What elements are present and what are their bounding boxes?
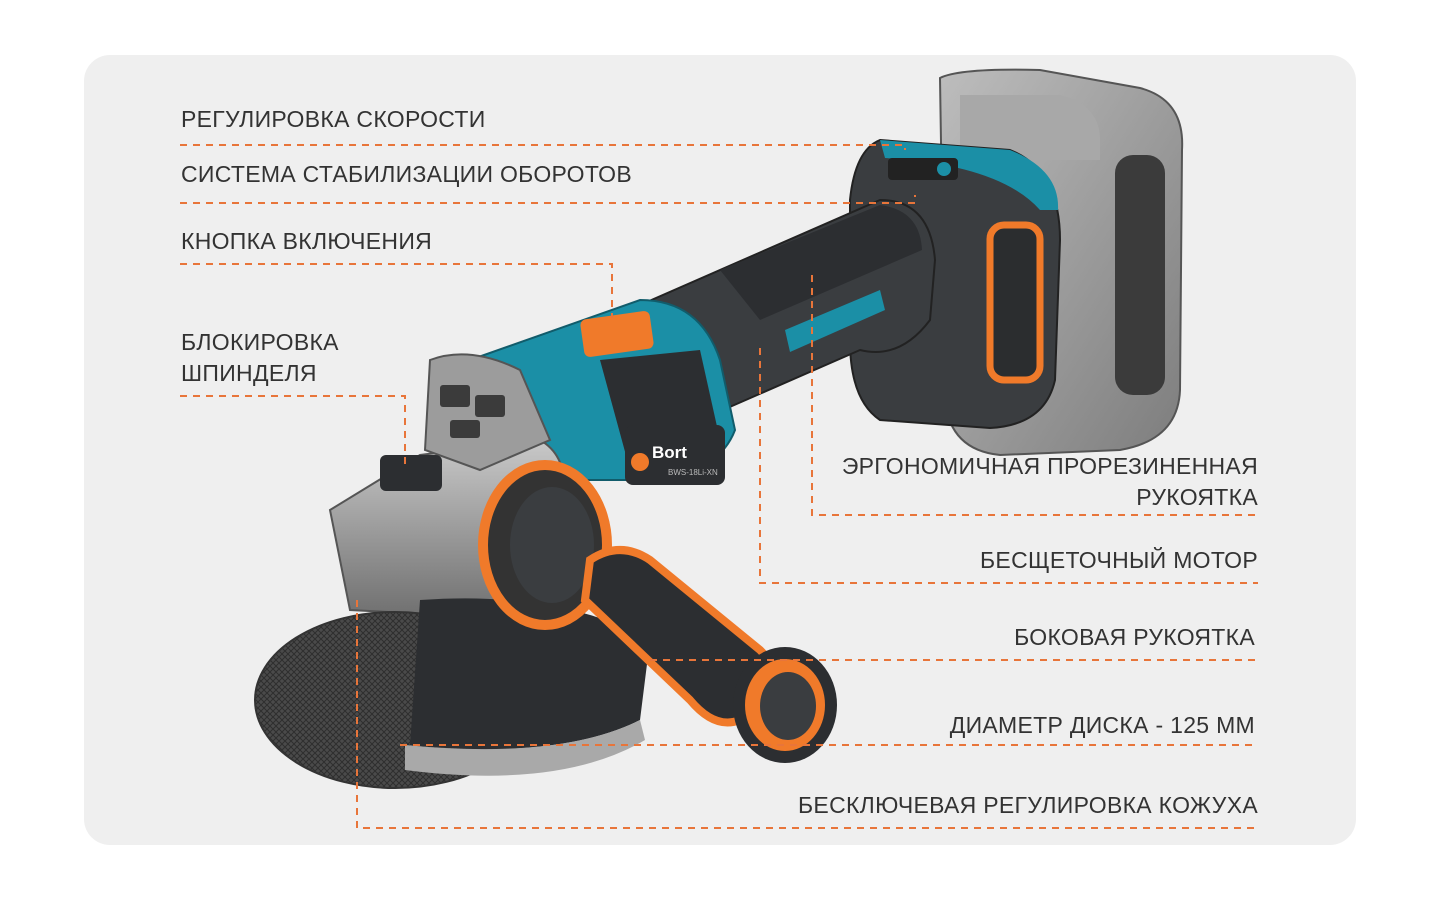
leader-line-spindle-lock (180, 395, 406, 470)
leader-line-keyless-guard (356, 600, 1258, 829)
label-brushless-motor: БЕСЩЕТОЧНЫЙ МОТОР (980, 547, 1258, 573)
label-spindle-lock: БЛОКИРОВКА ШПИНДЕЛЯ (181, 329, 339, 386)
label-speed-control: РЕГУЛИРОВКА СКОРОСТИ (181, 106, 486, 132)
side-handle (580, 546, 837, 763)
cutting-disc (254, 598, 650, 789)
label-side-handle: БОКОВАЯ РУКОЯТКА (1014, 624, 1255, 650)
brand-logo-text: Bort (652, 443, 687, 462)
label-power-button: КНОПКА ВКЛЮЧЕНИЯ (181, 228, 433, 254)
brand-badge: Bort BWS-18Li-XN (625, 425, 725, 485)
brand-model-text: BWS-18Li-XN (668, 468, 718, 477)
leader-line-ergonomic-handle (811, 275, 1258, 516)
leader-lines (180, 144, 1258, 829)
label-disc-diameter: ДИАМЕТР ДИСКА - 125 ММ (949, 712, 1255, 738)
label-rpm-stabilization: СИСТЕМА СТАБИЛИЗАЦИИ ОБОРОТОВ (181, 161, 632, 187)
label-ergonomic-handle: ЭРГОНОМИЧНАЯ ПРОРЕЗИНЕННАЯ РУКОЯТКА (841, 453, 1258, 510)
leader-line-speed-control (180, 144, 906, 150)
label-keyless-guard: БЕСКЛЮЧЕВАЯ РЕГУЛИРОВКА КОЖУХА (798, 792, 1258, 818)
leader-line-power-button (180, 263, 613, 318)
leader-line-rpm-stabilization (180, 195, 916, 204)
leader-line-brushless-motor (759, 348, 1258, 584)
